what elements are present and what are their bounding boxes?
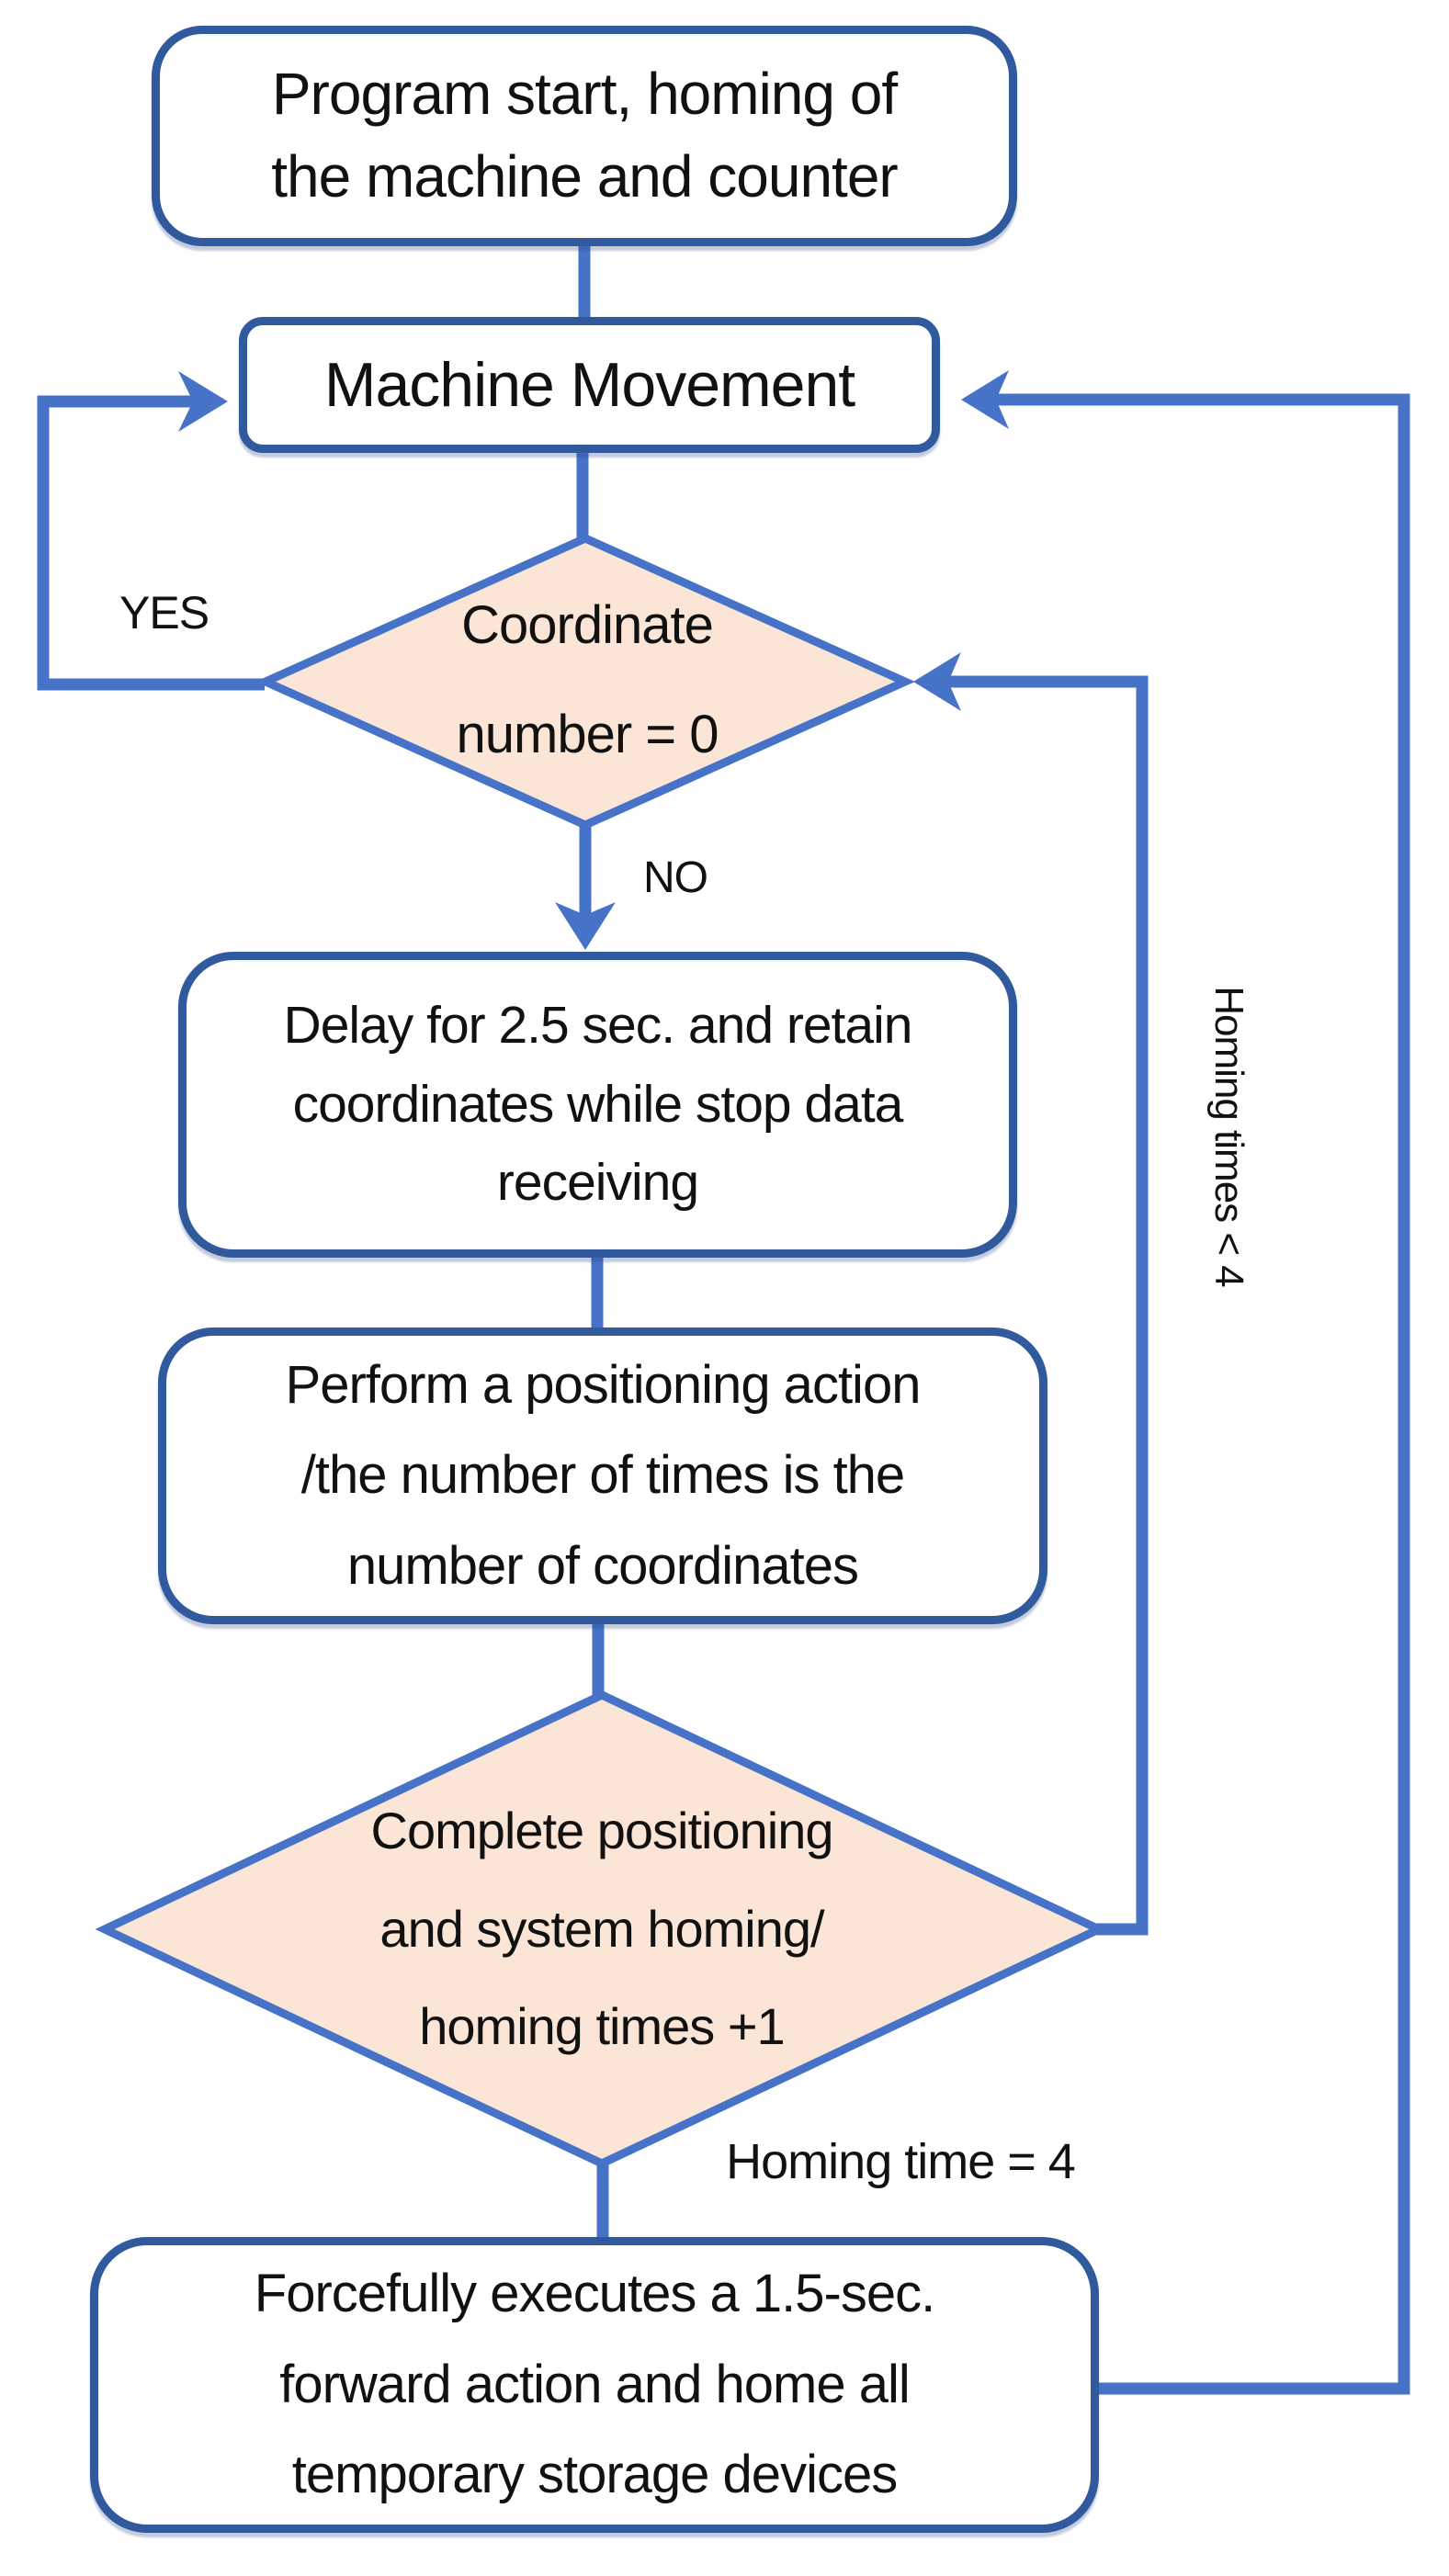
decision-homing-label: Complete positioning and system homing/ … xyxy=(370,1802,834,2056)
edge-homing-lt4-loop xyxy=(946,675,1149,1936)
decision-homing-shape xyxy=(95,1690,1109,2168)
node-delay: Delay for 2.5 sec. and retain coordinate… xyxy=(178,952,1017,1258)
edge-yes-loop xyxy=(37,395,265,691)
node-force-home: Forcefully executes a 1.5-sec. forward a… xyxy=(90,2237,1099,2533)
edge-label-yes: YES xyxy=(119,587,209,638)
decision-coordinate-shape xyxy=(255,534,916,830)
arrowhead-left-into-coordinate xyxy=(913,652,961,711)
node-program-start: Program start, homing of the machine and… xyxy=(152,26,1017,246)
node-machine-movement: Machine Movement xyxy=(239,317,940,453)
decision-coordinate-label: Coordinate number = 0 xyxy=(456,595,719,764)
edge-label-homing-equals-4: Homing time = 4 xyxy=(726,2134,1076,2189)
arrowhead-left-into-movement xyxy=(961,370,1009,429)
edge-label-homing-less-than-4: Homing times < 4 xyxy=(1206,986,1251,1287)
edge-label-no: NO xyxy=(643,853,708,902)
arrowhead-down-into-delay xyxy=(555,902,616,950)
node-positioning-action: Perform a positioning action /the number… xyxy=(158,1328,1047,1624)
arrowhead-right-into-movement xyxy=(178,371,228,432)
edge-force-home-to-movement-loop xyxy=(992,393,1410,2395)
